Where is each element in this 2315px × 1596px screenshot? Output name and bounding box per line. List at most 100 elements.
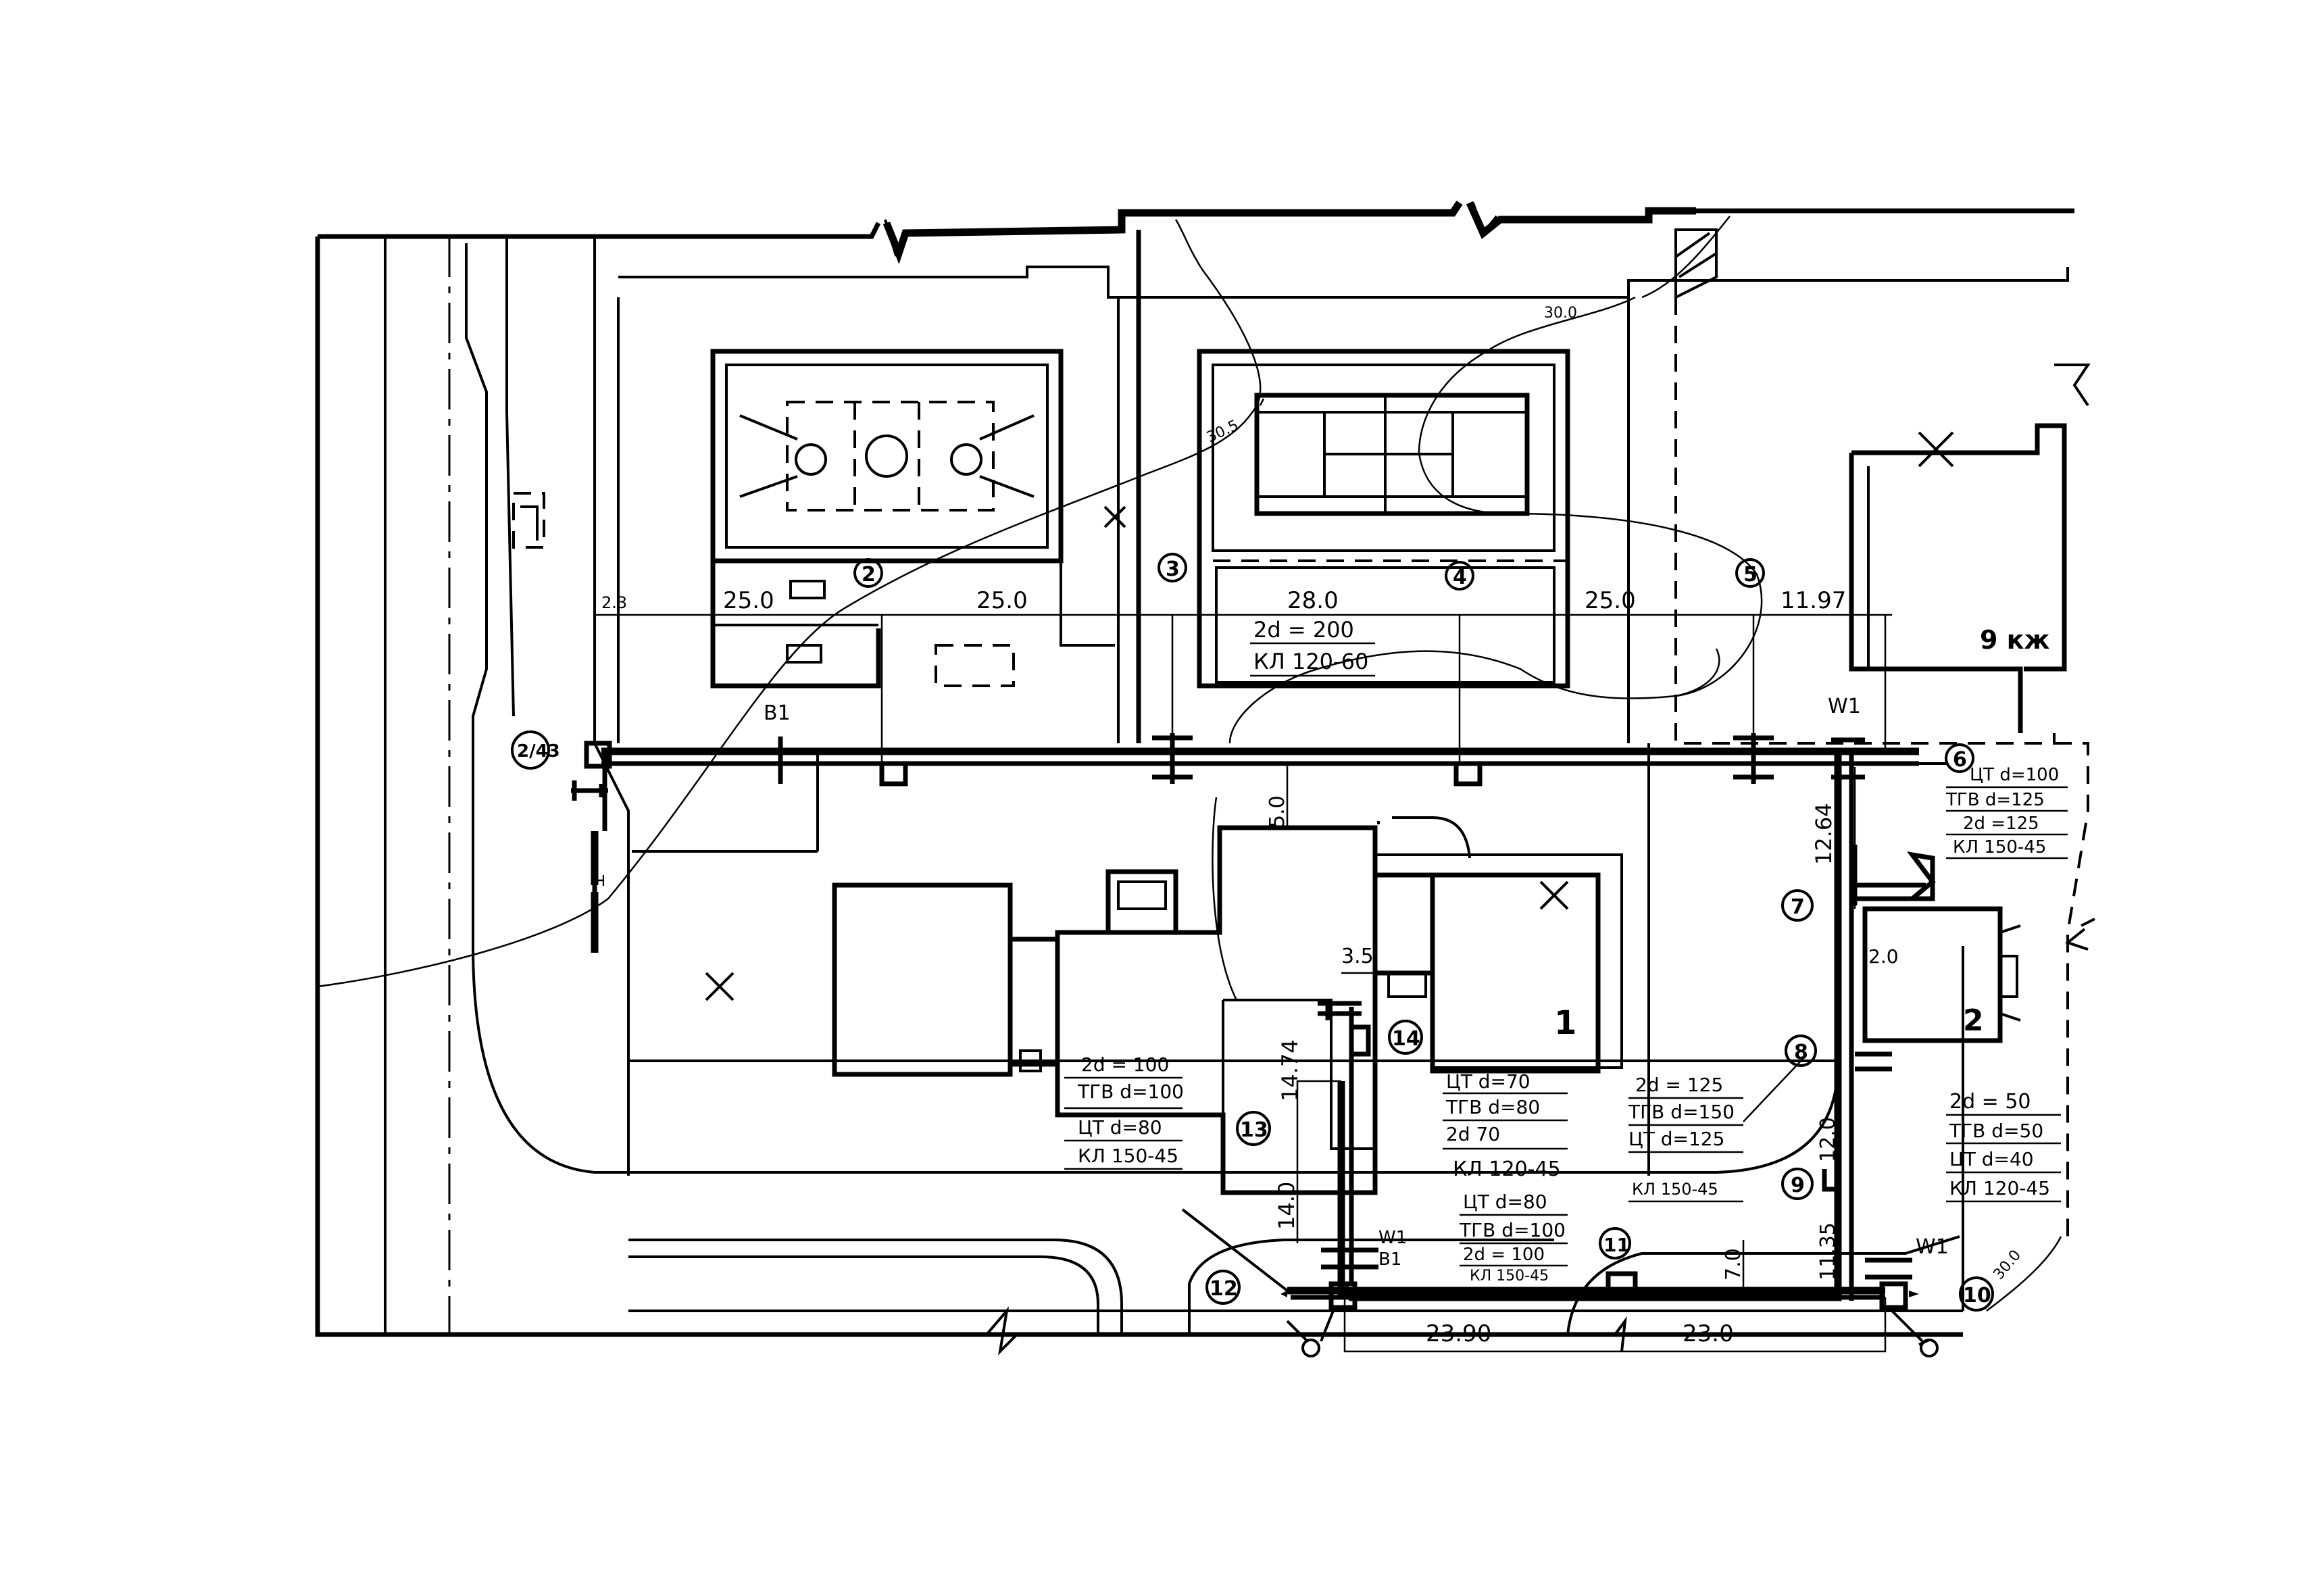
tennis-court [1197, 349, 1570, 689]
dim-14-74: 14.74 [1277, 1039, 1303, 1101]
spec-line: 2d = 125 [1635, 1074, 1723, 1096]
kiosk-outline [512, 492, 545, 549]
pipe-spec-6: ЦТ d=100 ТГВ d=125 2d =125 КЛ 150-45 [1945, 765, 2068, 859]
node-10: 10 [1959, 1276, 1994, 1312]
dim-28-0: 28.0 [1287, 587, 1339, 614]
spec-line: 2d = 100 [1463, 1245, 1545, 1265]
pipe-spec-1a: ЦТ d=70 ТГВ d=80 2d 70 КЛ 120-45 [1443, 1070, 1568, 1181]
kiosk-symbol [520, 505, 539, 541]
dim-25-0-c: 25.0 [1585, 587, 1636, 614]
dim-23-90: 23.90 [1426, 1320, 1491, 1347]
marker-t: T [587, 874, 607, 886]
spec-line: ТГВ d=100 [1459, 1219, 1566, 1241]
dim-23-0: 23.0 [1683, 1320, 1734, 1347]
plan-frame [315, 200, 2074, 1337]
spec-line: ТГВ d=100 [1077, 1080, 1184, 1103]
svg-text:2/43: 2/43 [517, 741, 560, 762]
node-9: 9 [1781, 1168, 1814, 1200]
spec-line: КЛ 120-45 [1949, 1177, 2050, 1199]
svg-text:9: 9 [1791, 1174, 1805, 1197]
school-complex: 1 [632, 505, 1623, 1195]
spec-line: ЦТ d=100 [1970, 765, 2059, 785]
break-marks [884, 202, 2095, 1355]
marker-b1-top: B1 [764, 701, 791, 725]
spec-line: ЦТ d=80 [1463, 1191, 1547, 1213]
dim-7-0: 7.0 [1722, 1248, 1745, 1280]
building-2: 2 [1862, 906, 2021, 1043]
dim-2-3: 2.3 [601, 593, 627, 612]
node-13: 13 [1236, 1111, 1271, 1146]
svg-text:3: 3 [1166, 557, 1180, 581]
svg-text:2: 2 [862, 563, 876, 587]
building-9: 9 кж [1849, 364, 2091, 733]
spec-line: 2d = 50 [1949, 1090, 2031, 1114]
pipe-spec-13: 2d = 100 ТГВ d=100 ЦТ d=80 КЛ 150-45 [1064, 1053, 1184, 1170]
spec-line: КЛ 150-45 [1632, 1180, 1718, 1199]
dim-5-0: 5.0 [1266, 795, 1289, 828]
svg-text:10: 10 [1963, 1284, 1991, 1307]
node-6: 6 [1945, 743, 1974, 773]
dim-11-97: 11.97 [1781, 587, 1846, 614]
node-2: 2 [853, 558, 883, 588]
contour-label-30-0-b: 30.0 [1990, 1247, 2024, 1283]
spec-line: 2d 70 [1446, 1123, 1500, 1145]
building-1-label: 1 [1554, 1004, 1576, 1042]
marker-b1-mid: B1 [1378, 1249, 1401, 1270]
dim-11-35: 11.35 [1816, 1222, 1840, 1280]
spec-line: ТГВ d=125 [1945, 790, 2045, 810]
pipe-spec-8: 2d = 125 ТГВ d=150 ЦТ d=125 КЛ 150-45 [1628, 1057, 1805, 1203]
node-4: 4 [1445, 561, 1474, 591]
pipe-spec-4: 2d = 200 КЛ 120-60 [1250, 617, 1375, 677]
svg-text:8: 8 [1794, 1041, 1808, 1064]
spec-line: ТГВ d=50 [1949, 1120, 2043, 1142]
building-2-label: 2 [1963, 1003, 1984, 1038]
pipe-spec-10: 2d = 50 ТГВ d=50 ЦТ d=40 КЛ 120-45 [1946, 1090, 2061, 1203]
spec-line: КЛ 120-45 [1453, 1157, 1561, 1181]
svg-text:14: 14 [1392, 1027, 1420, 1051]
pipe-spec-1b: ЦТ d=80 ТГВ d=100 2d = 100 КЛ 150-45 [1459, 1191, 1568, 1285]
spec-line: КЛ 150-45 [1078, 1145, 1178, 1167]
node-2-43: 2/43 [511, 730, 560, 770]
basketball-court [710, 349, 1115, 689]
road-network [384, 230, 2069, 1335]
contour-label-30-5: 30.5 [1204, 417, 1241, 446]
contour-lines: 30.5 30.0 30.0 [317, 216, 2062, 1312]
spec-line: ЦТ d=80 [1078, 1116, 1162, 1139]
spec-line: 2d = 100 [1081, 1053, 1169, 1076]
dimension-labels: 2.3 25.0 25.0 28.0 25.0 11.97 12.64 5.0 … [601, 587, 1899, 1347]
dim-2-0: 2.0 [1868, 945, 1899, 968]
spec-line: ТГВ d=80 [1445, 1096, 1540, 1118]
hatch-area [1674, 228, 1718, 300]
spec-line: ТГВ d=150 [1628, 1101, 1735, 1123]
dim-14-0: 14.0 [1274, 1182, 1299, 1230]
dim-3-5: 3.5 [1341, 945, 1374, 968]
spec-line: КЛ 150-45 [1470, 1268, 1549, 1285]
svg-text:11: 11 [1603, 1234, 1630, 1256]
dim-25-0-b: 25.0 [976, 587, 1028, 614]
node-8: 8 [1785, 1034, 1817, 1067]
node-14: 14 [1388, 1020, 1423, 1055]
spec-line: КЛ 150-45 [1953, 837, 2046, 857]
utility-corridor [571, 733, 1946, 1357]
spec-line: 2d =125 [1963, 814, 2039, 834]
node-5: 5 [1735, 558, 1765, 588]
marker-w1-top: W1 [1828, 695, 1861, 718]
svg-text:5: 5 [1743, 563, 1758, 587]
marker-w1-right: W1 [1916, 1235, 1949, 1259]
svg-text:6: 6 [1953, 748, 1967, 772]
node-7: 7 [1781, 889, 1814, 922]
building-9-label: 9 кж [1980, 625, 2049, 655]
spec-line: ЦТ d=70 [1446, 1070, 1530, 1093]
node-3: 3 [1158, 553, 1187, 582]
pipe-markers: B1 W1 W1 B1 W1 T [587, 695, 1949, 1270]
boundary-dashed [1674, 297, 2089, 1243]
svg-text:13: 13 [1240, 1118, 1268, 1142]
spec-line: ЦТ d=125 [1628, 1128, 1724, 1150]
node-11: 11 [1599, 1227, 1631, 1260]
spec-line: КЛ 120-60 [1253, 649, 1368, 674]
node-markers: 2/43 2 3 4 5 6 7 8 9 10 11 12 13 14 [511, 553, 1994, 1312]
spec-line: 2d = 200 [1253, 617, 1354, 643]
contour-label-30-0: 30.0 [1544, 305, 1577, 322]
svg-text:7: 7 [1791, 895, 1805, 919]
